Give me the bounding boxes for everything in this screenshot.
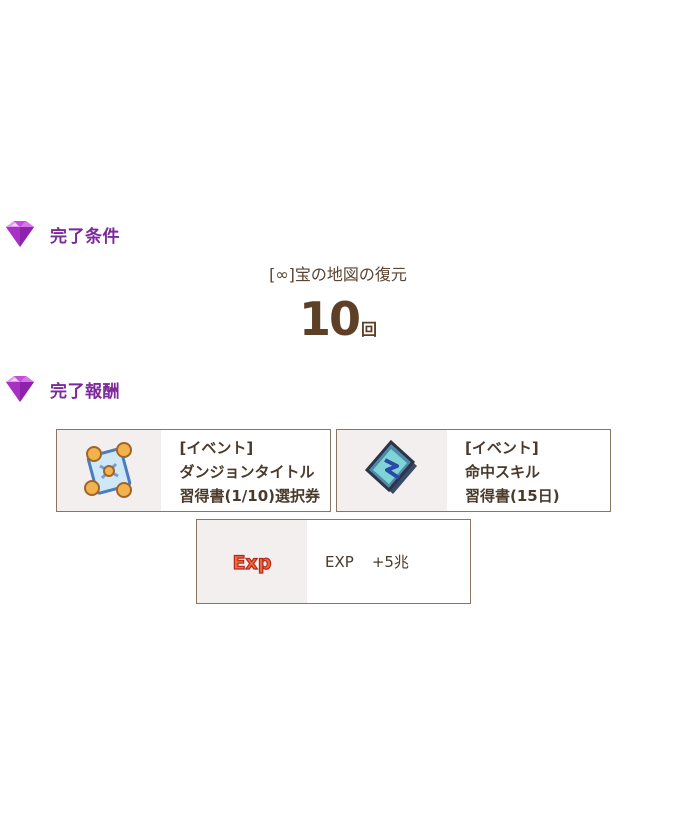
reward-icon-cell: Exp (197, 520, 307, 603)
reward-line: 命中スキル (465, 463, 541, 481)
condition-count-unit: 回 (361, 320, 378, 339)
conditions-title: 完了条件 (50, 226, 120, 247)
reward-icon-cell (337, 430, 447, 511)
reward-icon-cell (57, 430, 162, 511)
svg-text:Exp: Exp (233, 552, 272, 574)
reward-line: 習得書(15日) (465, 487, 560, 505)
exp-label: EXP (325, 552, 354, 571)
reward-line: 習得書(1/10)選択券 (179, 487, 320, 505)
gem-icon (6, 221, 34, 247)
reward-text: [イベント] ダンジョンタイトル 習得書(1/10)選択券 (161, 430, 330, 511)
reward-line: [イベント] (179, 439, 254, 457)
reward-item: [イベント] ダンジョンタイトル 習得書(1/10)選択券 (56, 429, 331, 512)
reward-item: Exp EXP +5兆 (196, 519, 471, 604)
exp-icon: Exp (232, 551, 272, 574)
reward-line: [イベント] (465, 439, 539, 457)
reward-text: [イベント] 命中スキル 習得書(15日) (447, 430, 610, 511)
condition-count-value: 10 (298, 292, 361, 346)
reward-item: [イベント] 命中スキル 習得書(15日) (336, 429, 611, 512)
gem-icon (6, 376, 34, 402)
skill-book-icon (364, 439, 417, 494)
treasure-map-scroll-icon (84, 441, 133, 498)
rewards-title: 完了報酬 (50, 381, 120, 402)
reward-line: ダンジョンタイトル (179, 463, 315, 481)
exp-amount: +5兆 (371, 552, 409, 571)
condition-task-label: [∞]宝の地図の復元 (269, 265, 407, 284)
reward-text: EXP +5兆 (307, 520, 470, 603)
conditions-header: 完了条件 (0, 217, 120, 251)
rewards-header: 完了報酬 (0, 372, 120, 406)
